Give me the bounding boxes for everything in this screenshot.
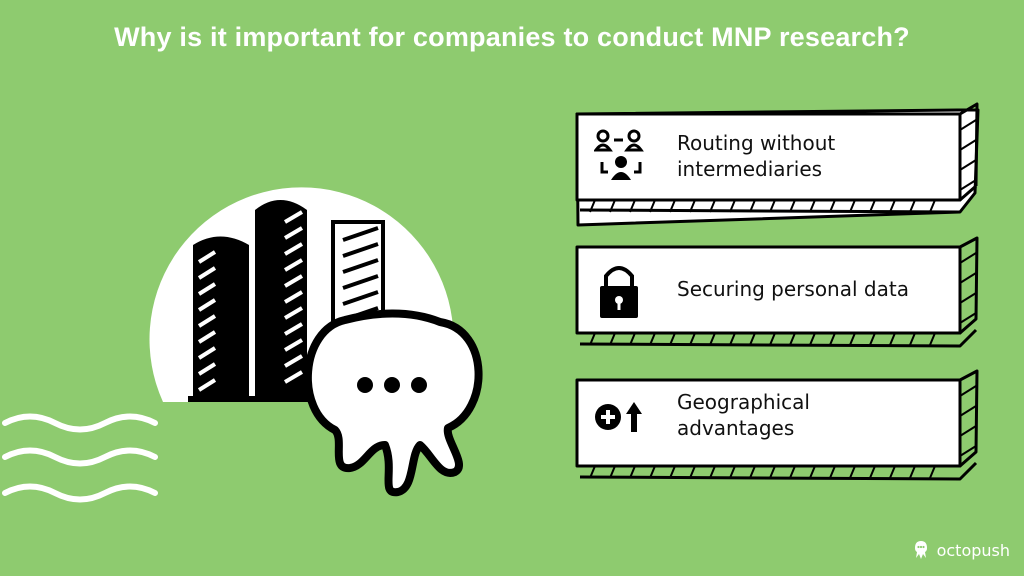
card-1-line1: Routing without bbox=[677, 131, 836, 155]
card-3-line1: Geographical bbox=[677, 390, 810, 414]
card-2-label: Securing personal data bbox=[677, 276, 937, 302]
building-right-icon bbox=[331, 220, 385, 402]
plus-arrow-up-icon bbox=[595, 402, 642, 432]
card-3 bbox=[575, 369, 979, 481]
people-routing-icon bbox=[594, 129, 644, 180]
card-2 bbox=[575, 236, 979, 348]
illustration bbox=[2, 187, 483, 503]
wavy-lines bbox=[2, 413, 158, 503]
octopus-logo-icon bbox=[914, 541, 927, 559]
building-middle-icon bbox=[255, 200, 307, 400]
page-title: Why is it important for companies to con… bbox=[114, 22, 910, 52]
brand-name: octopush bbox=[936, 540, 1010, 560]
brand: octopush bbox=[911, 540, 1010, 560]
ground-line bbox=[188, 396, 388, 402]
card-2-line1: Securing personal data bbox=[677, 277, 909, 301]
card-3-line2: advantages bbox=[677, 416, 795, 440]
card-1-label: Routing without intermediaries bbox=[677, 130, 937, 182]
card-1 bbox=[575, 102, 980, 227]
card-3-label: Geographical advantages bbox=[677, 389, 937, 441]
padlock-icon bbox=[600, 266, 638, 318]
octopus-bubble-icon bbox=[303, 309, 483, 497]
building-left-icon bbox=[193, 236, 249, 400]
card-1-line2: intermediaries bbox=[677, 157, 823, 181]
